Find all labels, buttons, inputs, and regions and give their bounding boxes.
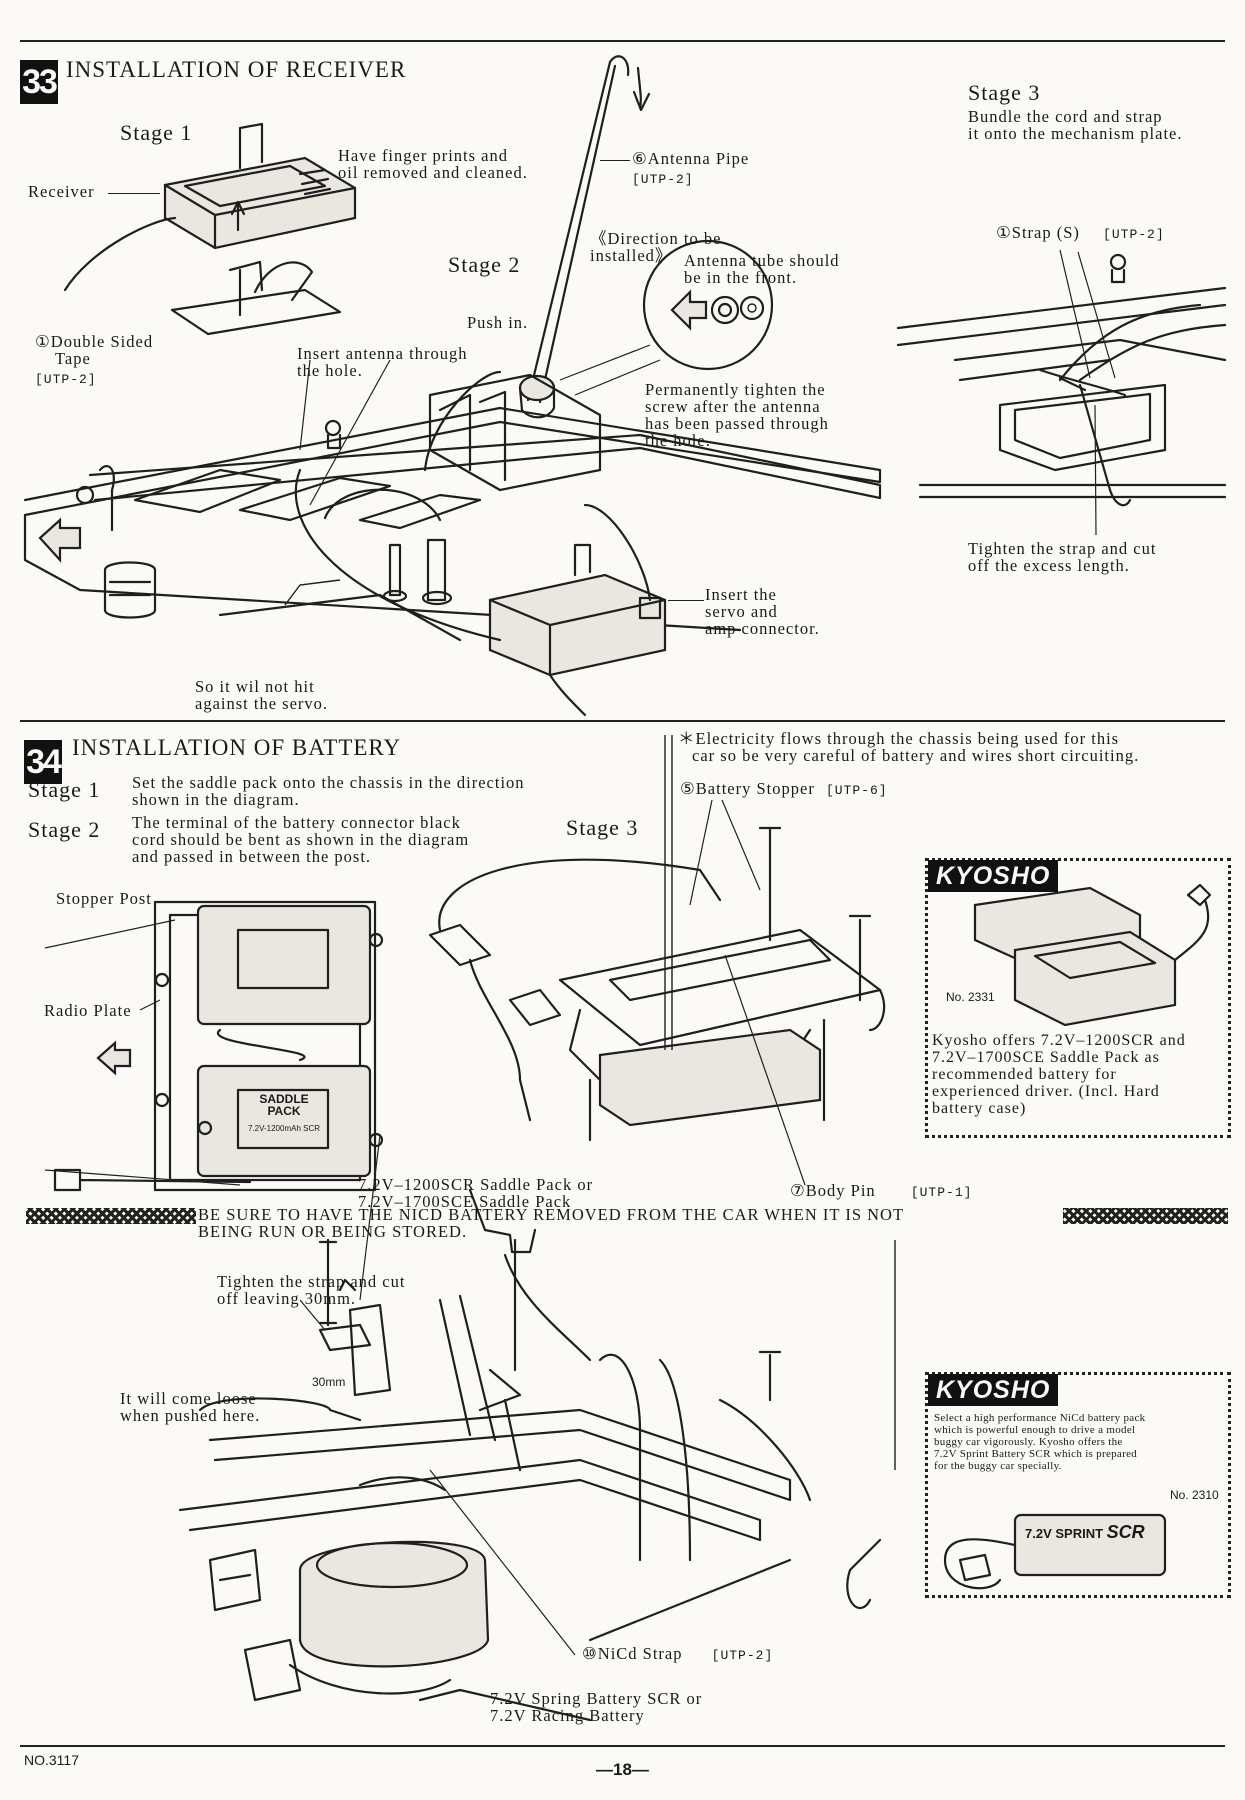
section-34-title: INSTALLATION OF BATTERY bbox=[72, 735, 402, 760]
kyosho-ad-sprint-battery bbox=[925, 1372, 1231, 1598]
footer-rule bbox=[20, 1745, 1225, 1747]
tighten-30mm-label: Tighten the strap and cut off leaving 30… bbox=[217, 1272, 406, 1308]
double-sided-tape-label: ①Double Sided Tape [UTP-2] bbox=[35, 332, 154, 387]
stage2-34-text: The terminal of the battery connector bl… bbox=[132, 813, 470, 866]
stopper-post-label: Stopper Post bbox=[56, 889, 152, 908]
receiver-stage1-illustration bbox=[63, 122, 357, 336]
stage2-34-label: Stage 2 bbox=[28, 817, 101, 842]
insert-servo-label: Insert the servo and amp connector. bbox=[705, 585, 820, 638]
receiver-leader bbox=[108, 193, 160, 194]
stage3-strap-illustration bbox=[896, 249, 1227, 536]
section-34-number: 34 bbox=[24, 740, 62, 784]
tighten-screw-label: Permanently tighten the screw after the … bbox=[645, 380, 829, 450]
warning-pattern-left bbox=[26, 1208, 196, 1224]
battery-stage3-illustration bbox=[428, 799, 886, 1186]
antenna-pipe-label: ⑥Antenna Pipe [UTP-2] bbox=[632, 149, 750, 187]
sprint-battery-illustration bbox=[943, 1513, 1167, 1590]
kyosho-product-no-2310: No. 2310 bbox=[1170, 1488, 1219, 1502]
stage1-label: Stage 1 bbox=[120, 120, 193, 145]
antenna-tube-label: Antenna tube should be in the front. bbox=[684, 251, 840, 287]
electricity-note: ＊Electricity flows through the chassis b… bbox=[678, 729, 1140, 765]
spring-battery-label: 7.2V Spring Battery SCR or 7.2V Racing B… bbox=[490, 1689, 703, 1725]
come-loose-label: It will come loose when pushed here. bbox=[120, 1389, 261, 1425]
saddle-pack-top-view bbox=[44, 900, 384, 1192]
warning-pattern-right bbox=[1063, 1208, 1228, 1224]
antenna-direction-inset bbox=[559, 239, 774, 396]
push-in-label: Push in. bbox=[467, 313, 529, 332]
direction-label: 《Direction to be installed》 bbox=[590, 229, 722, 265]
insert-antenna-label: Insert antenna through the hole. bbox=[297, 344, 468, 380]
saddle-pack-label: 7.2V–1200SCR Saddle Pack or 7.2V–1700SCE… bbox=[358, 1175, 594, 1211]
section-33-number: 33 bbox=[20, 60, 58, 104]
kyosho-logo: KYOSHO bbox=[928, 860, 1059, 892]
stage3-label: Stage 3 bbox=[968, 80, 1041, 105]
kyosho-product-no-2331: No. 2331 bbox=[946, 990, 995, 1004]
stage3-34-label: Stage 3 bbox=[566, 815, 639, 840]
top-rule bbox=[20, 40, 1225, 42]
stage1-34-text: Set the saddle pack onto the chassis in … bbox=[132, 773, 525, 809]
document-number: NO.3117 bbox=[24, 1752, 79, 1768]
strap-s-label: ①Strap (S) [UTP-2] bbox=[996, 223, 1165, 242]
stage3-text: Bundle the cord and strap it onto the me… bbox=[968, 107, 1183, 143]
nicd-strap-label: ⑩NiCd Strap [UTP-2] bbox=[582, 1644, 774, 1663]
nicd-strap-illustration bbox=[178, 1134, 882, 1722]
tighten-strap-label: Tighten the strap and cut off the excess… bbox=[968, 539, 1157, 575]
sprint-battery-label: 7.2V SPRINT SCR bbox=[1025, 1522, 1145, 1542]
finger-prints-label: Have finger prints and oil removed and c… bbox=[338, 146, 528, 182]
battery-warning: BE SURE TO HAVE THE NICD BATTERY REMOVED… bbox=[198, 1205, 905, 1241]
radio-plate-label: Radio Plate bbox=[44, 1001, 132, 1020]
antenna-pipe-leader bbox=[600, 160, 630, 161]
30mm-dimension: 30mm bbox=[312, 1375, 346, 1389]
kyosho-logo: KYOSHO bbox=[928, 1374, 1059, 1406]
section-divider bbox=[20, 720, 1225, 722]
servo-leader bbox=[668, 600, 704, 601]
kyosho-box2-text: Select a high performance NiCd battery p… bbox=[934, 1412, 1146, 1472]
kyosho-ad-saddle-pack bbox=[925, 858, 1231, 1138]
stage1-34-label: Stage 1 bbox=[28, 777, 101, 802]
receiver-label: Receiver bbox=[28, 182, 95, 201]
chassis-section33-illustration bbox=[23, 359, 882, 717]
kyosho-saddle-illustration bbox=[973, 883, 1212, 1027]
saddle-pack-print: SADDLE PACK 7.2V-1200mAh SCR bbox=[247, 1092, 321, 1133]
page-number: —18— bbox=[596, 1760, 649, 1779]
kyosho-box1-text: Kyosho offers 7.2V–1200SCR and 7.2V–1700… bbox=[932, 1032, 1186, 1117]
body-pin-label: ⑦Body Pin [UTP-1] bbox=[790, 1181, 973, 1200]
battery-stopper-label: ⑤Battery Stopper [UTP-6] bbox=[680, 779, 888, 798]
stage2-label: Stage 2 bbox=[448, 252, 521, 277]
section-33-title: INSTALLATION OF RECEIVER bbox=[66, 57, 407, 82]
so-it-wil-label: So it wil not hit against the servo. bbox=[195, 677, 329, 713]
